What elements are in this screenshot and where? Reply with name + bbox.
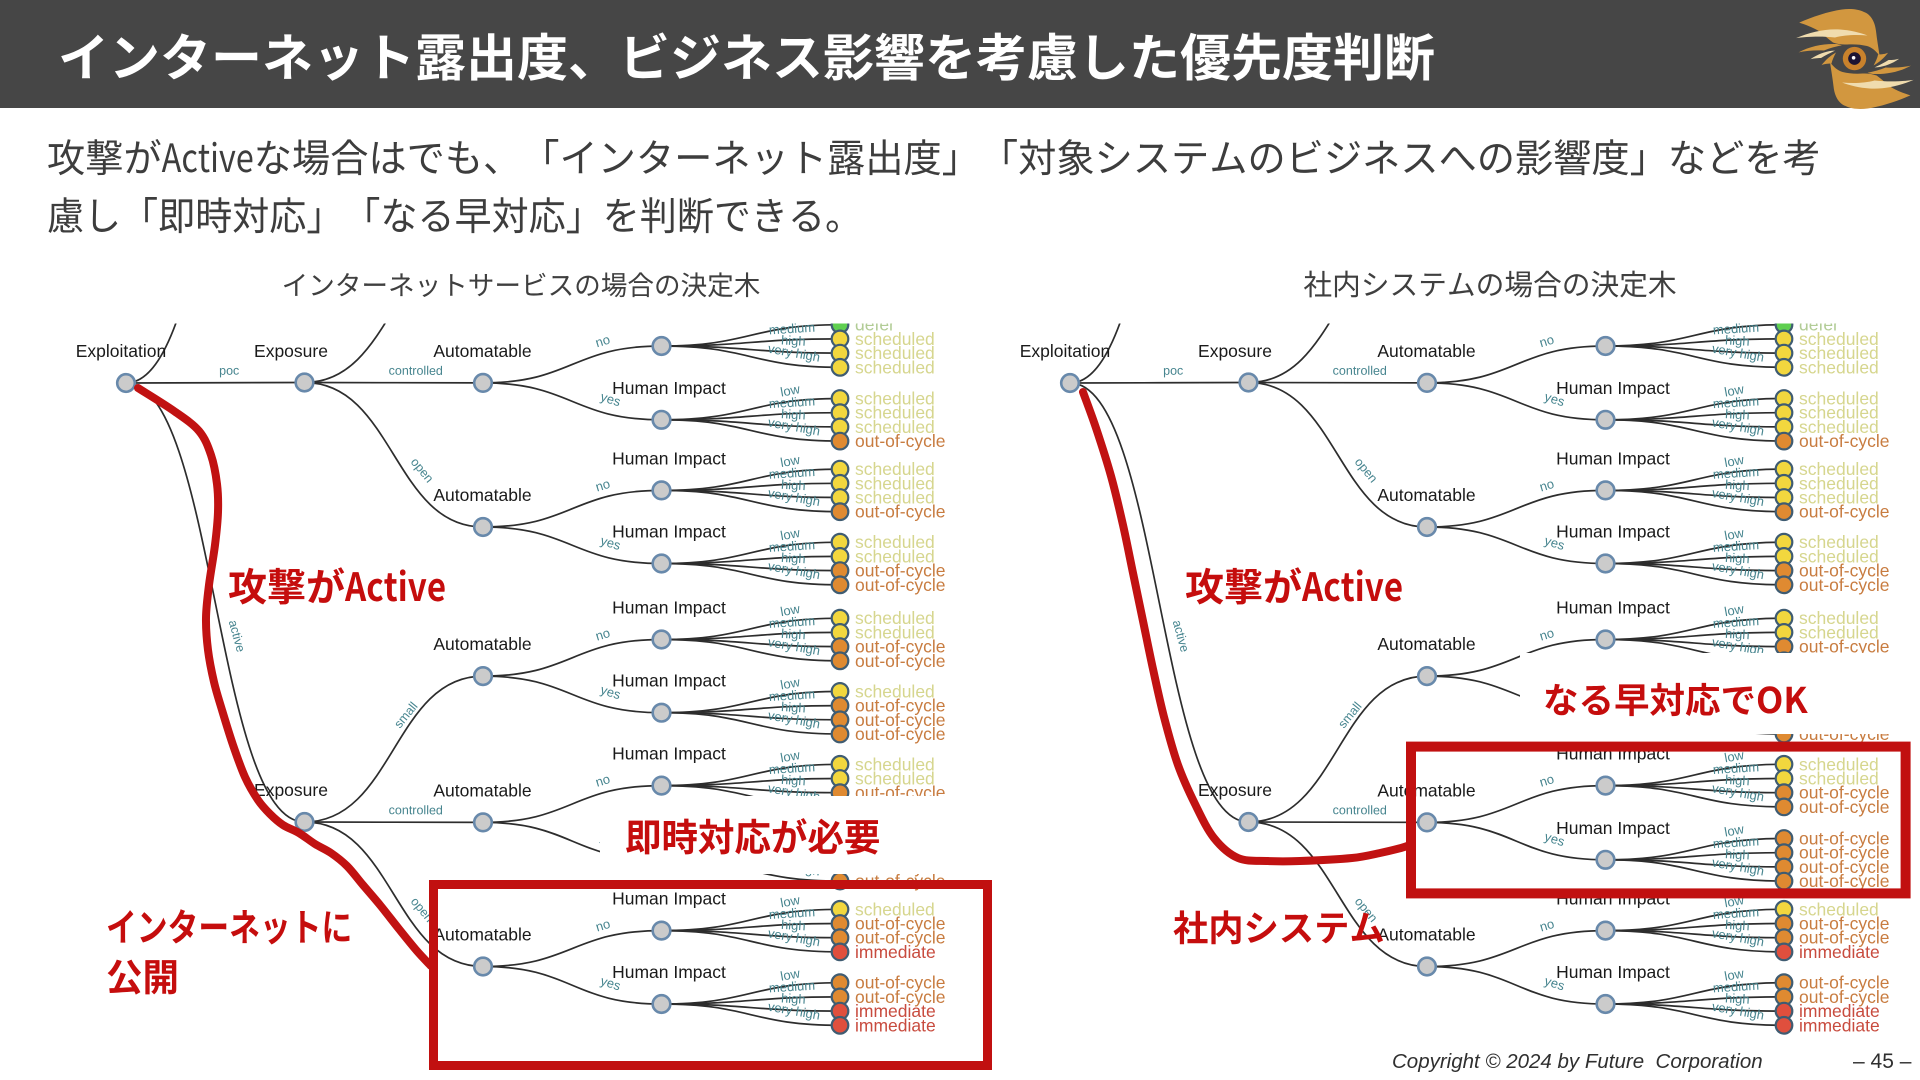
svg-text:Copyright © 2024 by Future Co: Copyright © 2024 by Future Corporation xyxy=(1392,1050,1763,1073)
svg-text:– 45 –: – 45 – xyxy=(1853,1050,1912,1073)
